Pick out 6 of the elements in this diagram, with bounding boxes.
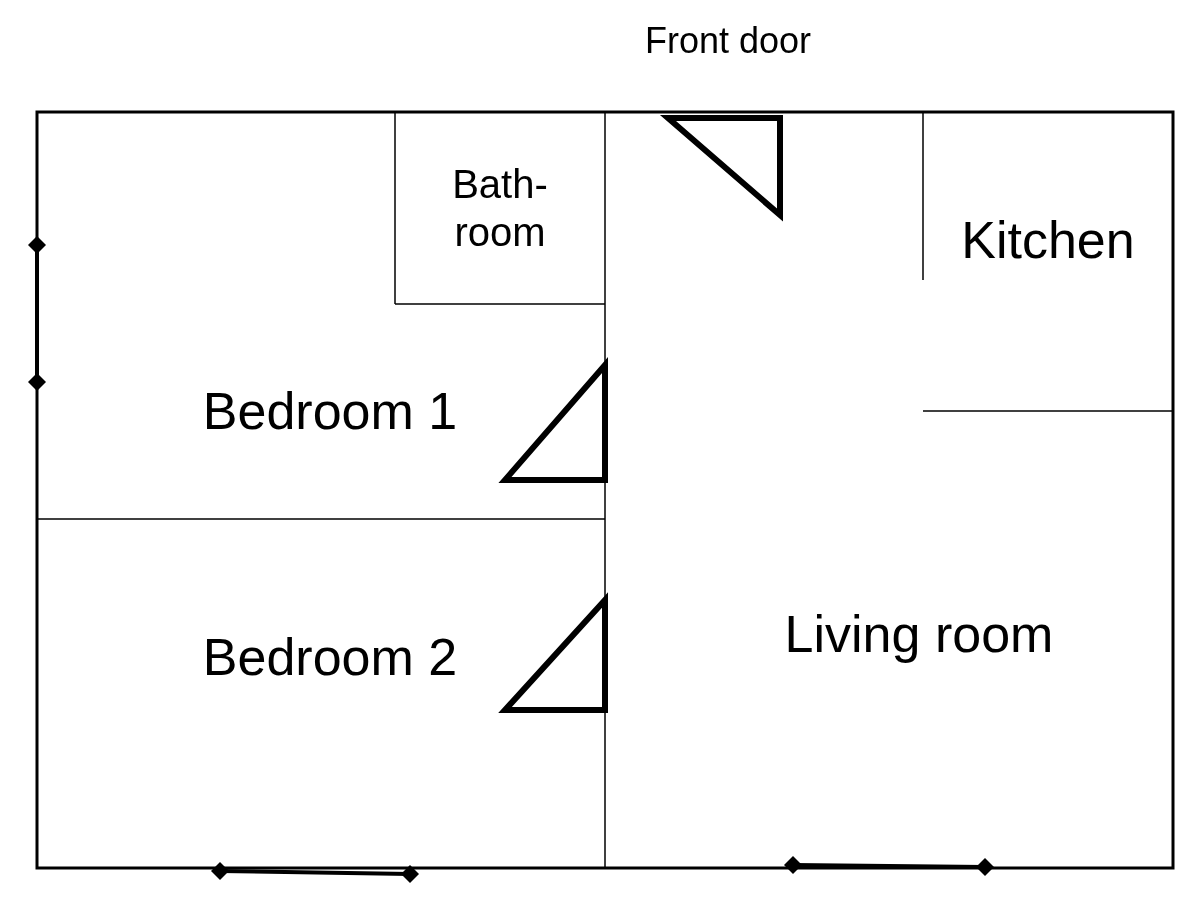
room-label: Bedroom 1	[202, 380, 458, 442]
room-label: Kitchen	[961, 209, 1135, 271]
room-label: Bedroom 2	[202, 626, 458, 688]
room-label: Living room	[784, 603, 1054, 665]
room-label: Bath- room	[451, 161, 549, 256]
door-label: Front door	[644, 20, 812, 61]
